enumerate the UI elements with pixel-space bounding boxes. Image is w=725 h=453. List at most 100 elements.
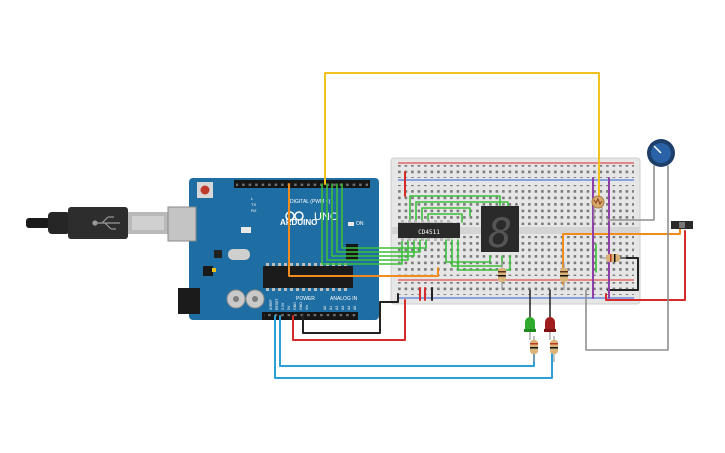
pin-label-a1: A1 [329, 306, 333, 310]
resistor-2-band [560, 271, 568, 273]
capacitor-left-top [233, 296, 239, 302]
resistor-led-1-band-2 [530, 347, 538, 349]
capacitor-right-top [252, 296, 258, 302]
potentiometer-pointer-icon [653, 145, 662, 154]
resistor-3-band-2 [614, 254, 616, 262]
pin-label-a5: A5 [353, 306, 357, 310]
wire-green-4[interactable] [336, 183, 421, 253]
wire-gray-pot-1[interactable] [607, 165, 655, 221]
pin-label-3v3: 3.3V [281, 302, 285, 310]
wire-green-seg-1[interactable] [409, 195, 501, 223]
wire-green-2[interactable] [326, 183, 409, 261]
tx-led [212, 268, 216, 272]
wire-orange-1[interactable] [288, 183, 439, 277]
power-header-label: POWER [296, 296, 315, 302]
wire-orange-2[interactable] [562, 225, 681, 285]
tx-label: TX [251, 202, 256, 207]
pin-label-a4: A4 [347, 306, 351, 310]
wire-yellow[interactable] [324, 72, 600, 197]
pin-label-a0: A0 [323, 306, 327, 310]
smd-component [241, 227, 251, 233]
digital-header-holes [236, 182, 368, 186]
pin-label-gnd-2: GND [299, 302, 303, 310]
pin-label-ioref: IOREF [269, 299, 273, 310]
l-label: L [251, 196, 254, 201]
pin-label-a3: A3 [341, 306, 345, 310]
wire-blue-1[interactable] [274, 315, 553, 379]
wire-green-seg-6[interactable] [451, 239, 503, 267]
wire-green-seg-5[interactable] [445, 239, 491, 263]
led-green-body [525, 317, 535, 330]
cd4511-label: CD4511 [418, 229, 440, 236]
resistor-led-1[interactable] [530, 336, 538, 362]
resistor-1-band-2 [498, 275, 506, 277]
usb-cable-boot [48, 212, 70, 234]
wire-green-5[interactable] [341, 183, 427, 249]
resistor-2-band-2 [560, 275, 568, 277]
pin-label-vin: Vin [305, 305, 309, 310]
led-green[interactable] [524, 317, 536, 340]
wire-red-5v[interactable] [292, 299, 406, 341]
cd4511-body [398, 223, 460, 238]
photoresistor[interactable] [591, 195, 605, 222]
photoresistor-trace-icon [593, 197, 603, 206]
resistor-led-2-band-2 [550, 347, 558, 349]
arduino-uno-board[interactable]: ARDUINO UNO DIGITAL (PWM ~) POWER ANALOG… [167, 178, 379, 320]
resistor-breadboard-2[interactable] [560, 262, 568, 290]
seven-segment-digit: 8 [488, 211, 512, 257]
pin-label-reset: RESET [275, 297, 279, 310]
led-red-body [545, 317, 555, 330]
cd4511-chip[interactable]: CD4511 [398, 220, 460, 241]
seven-segment-display[interactable]: 8 [481, 206, 519, 257]
slide-switch[interactable] [671, 221, 693, 229]
arduino-logo: ARDUINO [280, 218, 317, 227]
usb-b-socket [167, 206, 197, 242]
top-power-rail [398, 165, 634, 178]
pin-label-gnd-1: GND [293, 302, 297, 310]
resistor-led-2-band [550, 343, 558, 345]
digital-header-label: DIGITAL (PWM ~) [290, 199, 330, 205]
analog-header-label: ANALOG IN [330, 296, 358, 302]
pin-label-a2: A2 [335, 306, 339, 310]
usb-cable[interactable] [26, 207, 168, 239]
reset-button-cap[interactable] [200, 185, 210, 195]
resistor-3-body [606, 254, 620, 262]
wire-gray-pot-2[interactable] [585, 165, 669, 351]
usb-cable-wire [26, 218, 50, 228]
potentiometer-knob[interactable] [647, 139, 675, 167]
power-analog-header-holes [264, 314, 356, 318]
wire-green-seg-7[interactable] [457, 239, 511, 271]
wire-green-seg-4[interactable] [427, 213, 463, 223]
cd4511-pins [401, 220, 450, 241]
resistor-breadboard-3[interactable] [600, 254, 626, 262]
resistor-led-2[interactable] [550, 336, 558, 362]
bottom-power-rail [398, 282, 634, 295]
resistor-led-1-band [530, 343, 538, 345]
wire-black-gnd[interactable] [302, 293, 399, 334]
wire-green-seg-2[interactable] [415, 201, 509, 223]
resistor-breadboard-1[interactable] [498, 262, 506, 290]
rx-label: RX [251, 208, 257, 213]
seven-segment-body [481, 206, 519, 252]
usb-plug-metal-inner [132, 216, 164, 230]
led-red[interactable] [544, 317, 556, 340]
resistor-1-band [498, 271, 506, 273]
usb-icon [92, 216, 120, 230]
led-red-rim [544, 329, 556, 332]
wire-red-switch[interactable] [605, 230, 686, 301]
resistor-3-band [610, 254, 612, 262]
power-pin-labels: IOREF RESET 3.3V 5V GND GND Vin [269, 297, 309, 310]
photoresistor-body [591, 195, 605, 209]
slide-switch-toggle[interactable] [679, 222, 685, 228]
smd-chip [214, 250, 222, 258]
power-jack [178, 288, 200, 314]
on-led [348, 222, 354, 226]
regulator-chip [203, 266, 213, 276]
on-label: ON [356, 221, 364, 227]
wire-green-seg-3[interactable] [421, 207, 471, 223]
pin-label-5v: 5V [287, 305, 291, 310]
led-green-rim [524, 329, 536, 332]
crystal [228, 249, 250, 260]
analog-pin-labels: A0 A1 A2 A3 A4 A5 [323, 306, 357, 310]
